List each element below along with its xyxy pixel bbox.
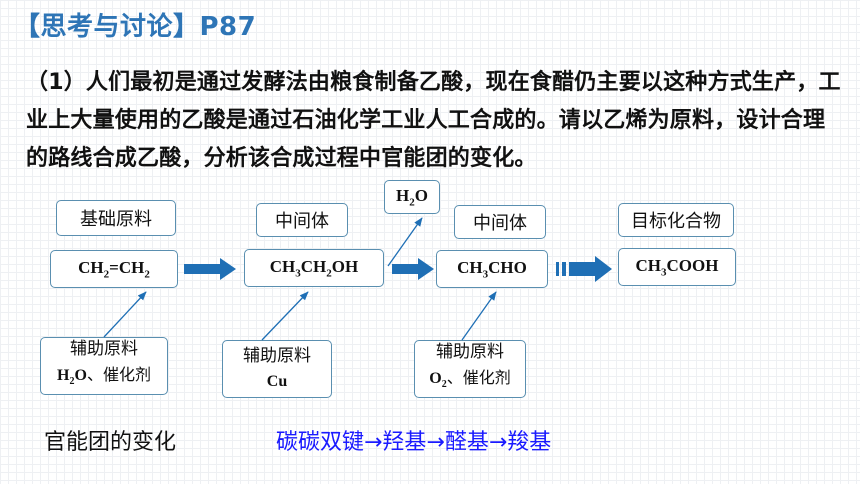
acetic-acid-formula: CH3COOH	[635, 255, 719, 279]
auxiliary-arrow-3	[461, 291, 497, 341]
reaction-arrow-3	[556, 256, 612, 282]
auxiliary-box-3: 辅助原料 O2、催化剂	[414, 340, 526, 398]
auxiliary-detail: Cu	[266, 373, 288, 390]
functional-group-label: 官能团的变化	[44, 430, 177, 455]
reaction-arrow-2	[392, 258, 434, 280]
functional-group-chain: 碳碳双键→羟基→醛基→羧基	[276, 430, 552, 455]
ethanol-formula: CH3CH2OH	[269, 256, 359, 280]
target-compound-label: 目标化合物	[618, 203, 734, 237]
intermediate-2-label: 中间体	[454, 205, 546, 239]
auxiliary-detail: H2O、催化剂	[57, 365, 151, 388]
raw-material-label: 基础原料	[56, 200, 176, 236]
water-branch-arrow	[387, 217, 423, 267]
auxiliary-detail: O2、催化剂	[429, 368, 511, 391]
water-reagent-box: H2O	[384, 180, 440, 214]
auxiliary-title: 辅助原料	[436, 342, 504, 363]
auxiliary-box-2: 辅助原料 Cu	[222, 340, 332, 398]
acetaldehyde-formula: CH3CHO	[457, 257, 527, 281]
ethylene-box: CH2=CH2	[50, 250, 178, 288]
auxiliary-arrow-2	[261, 291, 309, 341]
ethylene-formula: CH2=CH2	[78, 257, 150, 281]
ethanol-box: CH3CH2OH	[244, 249, 384, 287]
water-formula: H2O	[396, 185, 428, 209]
acetaldehyde-box: CH3CHO	[436, 250, 548, 288]
auxiliary-arrow-1	[103, 291, 147, 338]
intermediate-1-label: 中间体	[256, 203, 348, 237]
auxiliary-title: 辅助原料	[243, 346, 311, 366]
question-paragraph: （1）人们最初是通过发酵法由粮食制备乙酸，现在食醋仍主要以这种方式生产，工业上大…	[26, 70, 841, 171]
auxiliary-box-1: 辅助原料 H2O、催化剂	[40, 337, 168, 395]
auxiliary-title: 辅助原料	[70, 339, 138, 360]
page-title: 【思考与讨论】P87	[14, 12, 257, 42]
reaction-arrow-1	[184, 258, 236, 280]
acetic-acid-box: CH3COOH	[618, 248, 736, 286]
